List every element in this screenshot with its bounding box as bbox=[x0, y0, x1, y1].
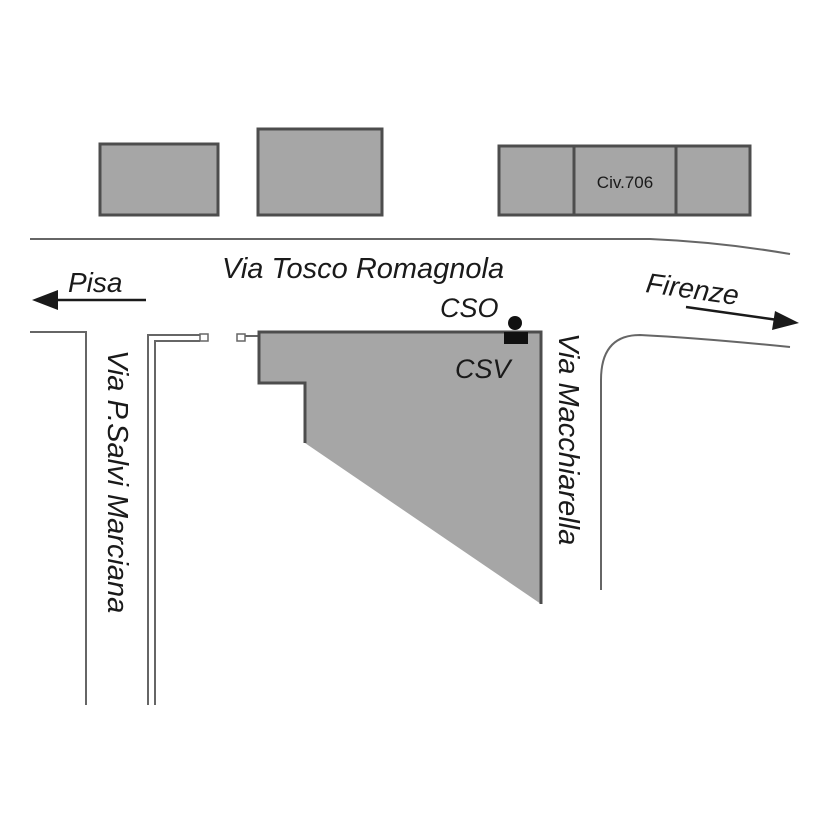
side-road-edge-inner bbox=[154, 340, 200, 705]
site-lot-outline bbox=[257, 330, 543, 604]
building-row: Civ.706 bbox=[497, 144, 752, 217]
cso-label: CSO bbox=[440, 293, 499, 323]
civic-number-label: Civ.706 bbox=[597, 173, 653, 192]
direction-left-label: Pisa bbox=[68, 267, 122, 298]
direction-right-label: Firenze bbox=[644, 267, 741, 311]
arrow-right-icon bbox=[685, 305, 799, 330]
csv-label: CSV bbox=[455, 354, 514, 384]
left-street-label: Via P.Salvi Marciana bbox=[101, 350, 133, 613]
gate-post-right bbox=[236, 333, 246, 342]
main-street-label: Via Tosco Romagnola bbox=[222, 253, 504, 285]
building-2 bbox=[256, 127, 384, 217]
arrow-left-icon bbox=[32, 290, 146, 310]
side-road-edge bbox=[147, 334, 200, 705]
site-lot bbox=[259, 332, 541, 604]
right-street-label: Via Macchiarella bbox=[552, 333, 584, 545]
building-1 bbox=[98, 142, 220, 217]
gate-post-left bbox=[199, 333, 209, 342]
main-road-south-edge-right bbox=[600, 333, 791, 590]
csv-marker bbox=[504, 332, 528, 344]
cso-marker bbox=[508, 316, 522, 330]
main-road-north-edge bbox=[30, 238, 791, 255]
main-road-south-edge-left bbox=[30, 331, 87, 705]
